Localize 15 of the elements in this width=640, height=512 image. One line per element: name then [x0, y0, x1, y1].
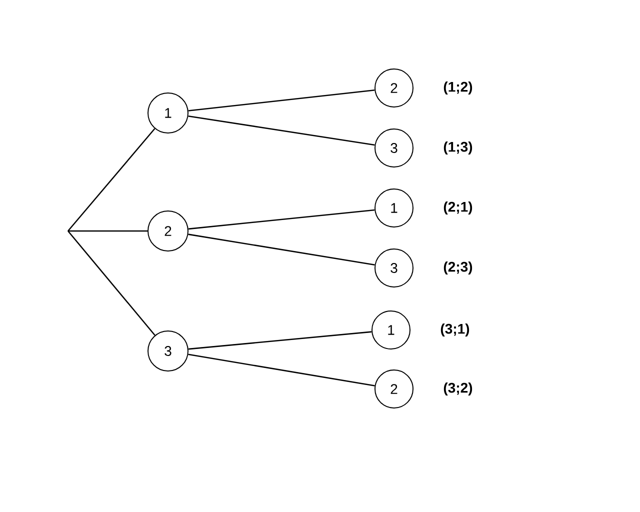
- branch-line: [188, 331, 372, 350]
- pair-label: (1;2): [444, 81, 472, 95]
- branch-line: [188, 354, 375, 386]
- branch-line: [188, 90, 375, 112]
- pair-label: (3;1): [440, 323, 470, 337]
- branch-line: [188, 209, 375, 230]
- pair-label: (1;3): [444, 141, 472, 155]
- pair-label: (3;2): [444, 382, 472, 396]
- branch-line: [68, 230, 148, 232]
- pair-label: (2;1): [444, 201, 472, 215]
- branch-line: [68, 128, 156, 232]
- branch-line: [188, 234, 375, 266]
- pair-label: (2;3): [444, 261, 472, 275]
- branch-line: [188, 115, 375, 146]
- branch-line: [68, 230, 156, 336]
